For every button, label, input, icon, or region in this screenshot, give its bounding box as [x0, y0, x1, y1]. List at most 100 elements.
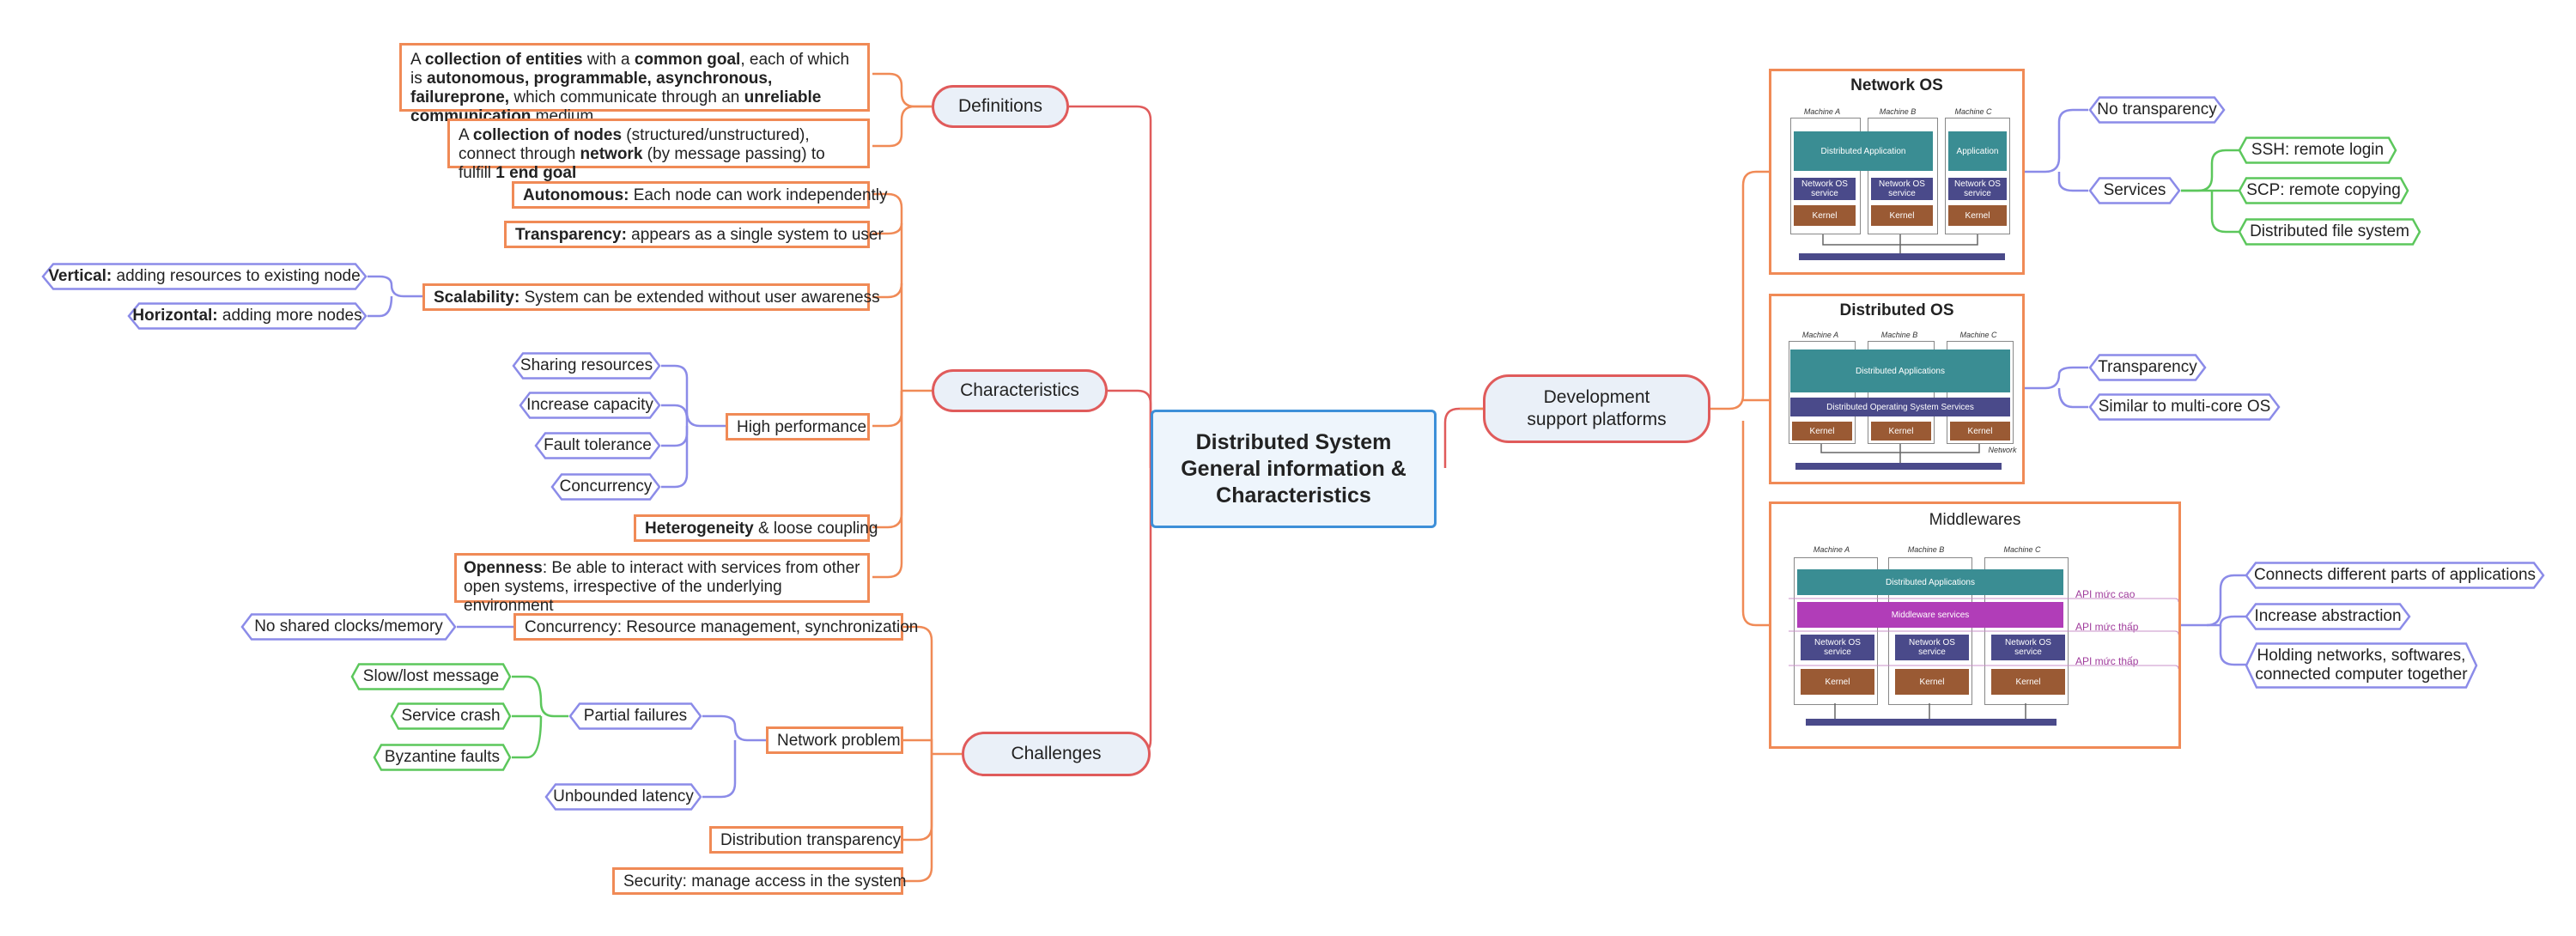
machine-a-frame	[1789, 341, 1856, 444]
perf-increase-capacity[interactable]: Increase capacity	[519, 392, 661, 419]
hex-shape	[519, 392, 661, 419]
network-label: Network	[1988, 446, 2017, 454]
hex-shape	[41, 263, 368, 290]
bold-text: 1 end goal	[495, 164, 577, 182]
middleware-holding-networks[interactable]: Holding networks, softwares, connected c…	[2245, 642, 2478, 689]
text: adding resources to existing node	[112, 267, 361, 285]
machine-b-label: Machine B	[1880, 331, 1918, 339]
scalability-horizontal[interactable]: Horizontal: adding more nodes	[127, 302, 368, 330]
characteristic-transparency[interactable]: Transparency: appears as a single system…	[504, 221, 884, 248]
network-unbounded-latency[interactable]: Unbounded latency	[544, 783, 702, 811]
hex-label: Transparency	[2098, 358, 2197, 376]
text: High performance	[737, 418, 867, 436]
service-ssh[interactable]: SSH: remote login	[2238, 137, 2397, 164]
characteristic-autonomous[interactable]: Autonomous: Each node can work independe…	[512, 181, 888, 209]
scalability-vertical[interactable]: Vertical: adding resources to existing n…	[41, 263, 368, 290]
hex-shape	[2245, 642, 2478, 689]
machine-a-label: Machine A	[1801, 331, 1839, 339]
hex-label: Fault tolerance	[544, 436, 652, 454]
challenge-network-problem[interactable]: Network problem	[766, 726, 903, 754]
network-partial-failures[interactable]: Partial failures	[568, 702, 702, 730]
characteristic-high-performance[interactable]: High performance	[726, 413, 870, 441]
distributed-os-diagram[interactable]: Distributed OS Machine A Machine B Machi…	[1769, 294, 2025, 484]
central-topic-line3: Characteristics	[1216, 483, 1371, 508]
text: A	[459, 126, 473, 144]
hex-shape	[2088, 177, 2181, 204]
branch-characteristics[interactable]: Characteristics	[932, 369, 1108, 412]
machine-c-frame	[1947, 341, 2014, 444]
machine-a-label: Machine A	[1803, 107, 1841, 116]
characteristic-scalability[interactable]: Scalability: System can be extended with…	[422, 283, 880, 311]
text: Concurrency: Resource management, synchr…	[525, 618, 919, 636]
service-scp[interactable]: SCP: remote copying	[2238, 177, 2409, 204]
branch-characteristics-label: Characteristics	[960, 380, 1079, 400]
perf-concurrency[interactable]: Concurrency	[550, 473, 661, 501]
characteristic-openness[interactable]: Openness: Be able to interact with servi…	[454, 553, 870, 615]
text: with a	[582, 51, 635, 69]
challenge-distribution-transparency[interactable]: Distribution transparency	[709, 826, 903, 854]
hex-shape	[568, 702, 702, 730]
branch-definitions[interactable]: Definitions	[932, 85, 1069, 128]
text: Distribution transparency	[720, 831, 902, 849]
bold-text: Vertical:	[48, 267, 112, 285]
api-low-label-2: API mức thấp	[2075, 655, 2139, 667]
middlewares-diagram[interactable]: Middlewares Machine A Machine B Machine …	[1769, 501, 2181, 749]
network-os-services[interactable]: Services	[2088, 177, 2181, 204]
challenge-no-shared-clocks[interactable]: No shared clocks/memory	[240, 613, 457, 641]
bold-text: collection of entities	[424, 51, 583, 69]
hex-label: Distributed file system	[2250, 222, 2409, 240]
definition-entities[interactable]: A collection of entities with a common g…	[399, 43, 870, 125]
partial-byzantine-faults[interactable]: Byzantine faults	[373, 744, 512, 771]
central-topic[interactable]: Distributed System General information &…	[1151, 410, 1437, 528]
network-os-no-transparency[interactable]: No transparency	[2088, 96, 2226, 124]
central-topic-line2: General information &	[1181, 456, 1406, 481]
perf-sharing-resources[interactable]: Sharing resources	[512, 352, 661, 380]
text: , each of which is	[410, 51, 850, 88]
bold-text: Openness	[464, 559, 543, 577]
machine-c-label: Machine C	[2003, 545, 2041, 554]
partial-service-crash[interactable]: Service crash	[390, 702, 512, 730]
machine-b-frame	[1868, 341, 1935, 444]
text: which communicate through an	[509, 88, 744, 106]
branch-challenges-label: Challenges	[1011, 744, 1102, 763]
network-os-service-b: Network OS service	[1895, 635, 1969, 660]
definition-nodes[interactable]: A collection of nodes (structured/unstru…	[447, 119, 870, 182]
hex-label: SCP: remote copying	[2246, 181, 2401, 199]
kernel-c: Kernel	[1948, 205, 2007, 226]
hex-shape	[2245, 603, 2411, 630]
application-c-block: Application	[1948, 131, 2007, 171]
hex-label: Increase abstraction	[2254, 607, 2402, 625]
distributed-app-block: Distributed Application	[1794, 131, 1933, 171]
branch-challenges[interactable]: Challenges	[962, 732, 1151, 776]
perf-fault-tolerance[interactable]: Fault tolerance	[534, 432, 661, 459]
text: A	[410, 51, 425, 69]
middleware-connects-parts[interactable]: Connects different parts of applications	[2245, 562, 2545, 589]
distributed-os-transparency[interactable]: Transparency	[2088, 354, 2207, 381]
hex-shape	[2088, 393, 2281, 421]
machine-c-label: Machine C	[1954, 107, 1992, 116]
network-os-diagram[interactable]: Network OS Machine A Machine B Machine C…	[1769, 69, 2025, 275]
machine-b-label: Machine B	[1879, 107, 1917, 116]
hex-label: Service crash	[401, 707, 501, 725]
hex-shape	[350, 663, 512, 690]
bold-text: collection of nodes	[472, 126, 623, 144]
hex-shape	[512, 352, 661, 380]
partial-slow-lost-message[interactable]: Slow/lost message	[350, 663, 512, 690]
challenge-security[interactable]: Security: manage access in the system	[612, 867, 906, 895]
bold-text: Autonomous:	[523, 186, 629, 204]
hex-shape	[544, 783, 702, 811]
kernel-b: Kernel	[1895, 669, 1969, 695]
machine-b-frame	[1868, 118, 1938, 234]
distributed-os-multicore[interactable]: Similar to multi-core OS	[2088, 393, 2281, 421]
text: (by message passing) to fulfill	[459, 145, 825, 182]
characteristic-heterogeneity[interactable]: Heterogeneity & loose coupling	[634, 514, 878, 542]
machine-a-frame	[1790, 118, 1861, 234]
service-dfs[interactable]: Distributed file system	[2238, 218, 2421, 246]
hex-shape	[2238, 218, 2421, 246]
distributed-os-services-block: Distributed Operating System Services	[1790, 398, 2010, 416]
middleware-increase-abstraction[interactable]: Increase abstraction	[2245, 603, 2411, 630]
branch-development-platforms[interactable]: Development support platforms	[1483, 374, 1710, 443]
challenge-concurrency[interactable]: Concurrency: Resource management, synchr…	[513, 613, 918, 641]
bold-text: Heterogeneity	[645, 520, 754, 538]
